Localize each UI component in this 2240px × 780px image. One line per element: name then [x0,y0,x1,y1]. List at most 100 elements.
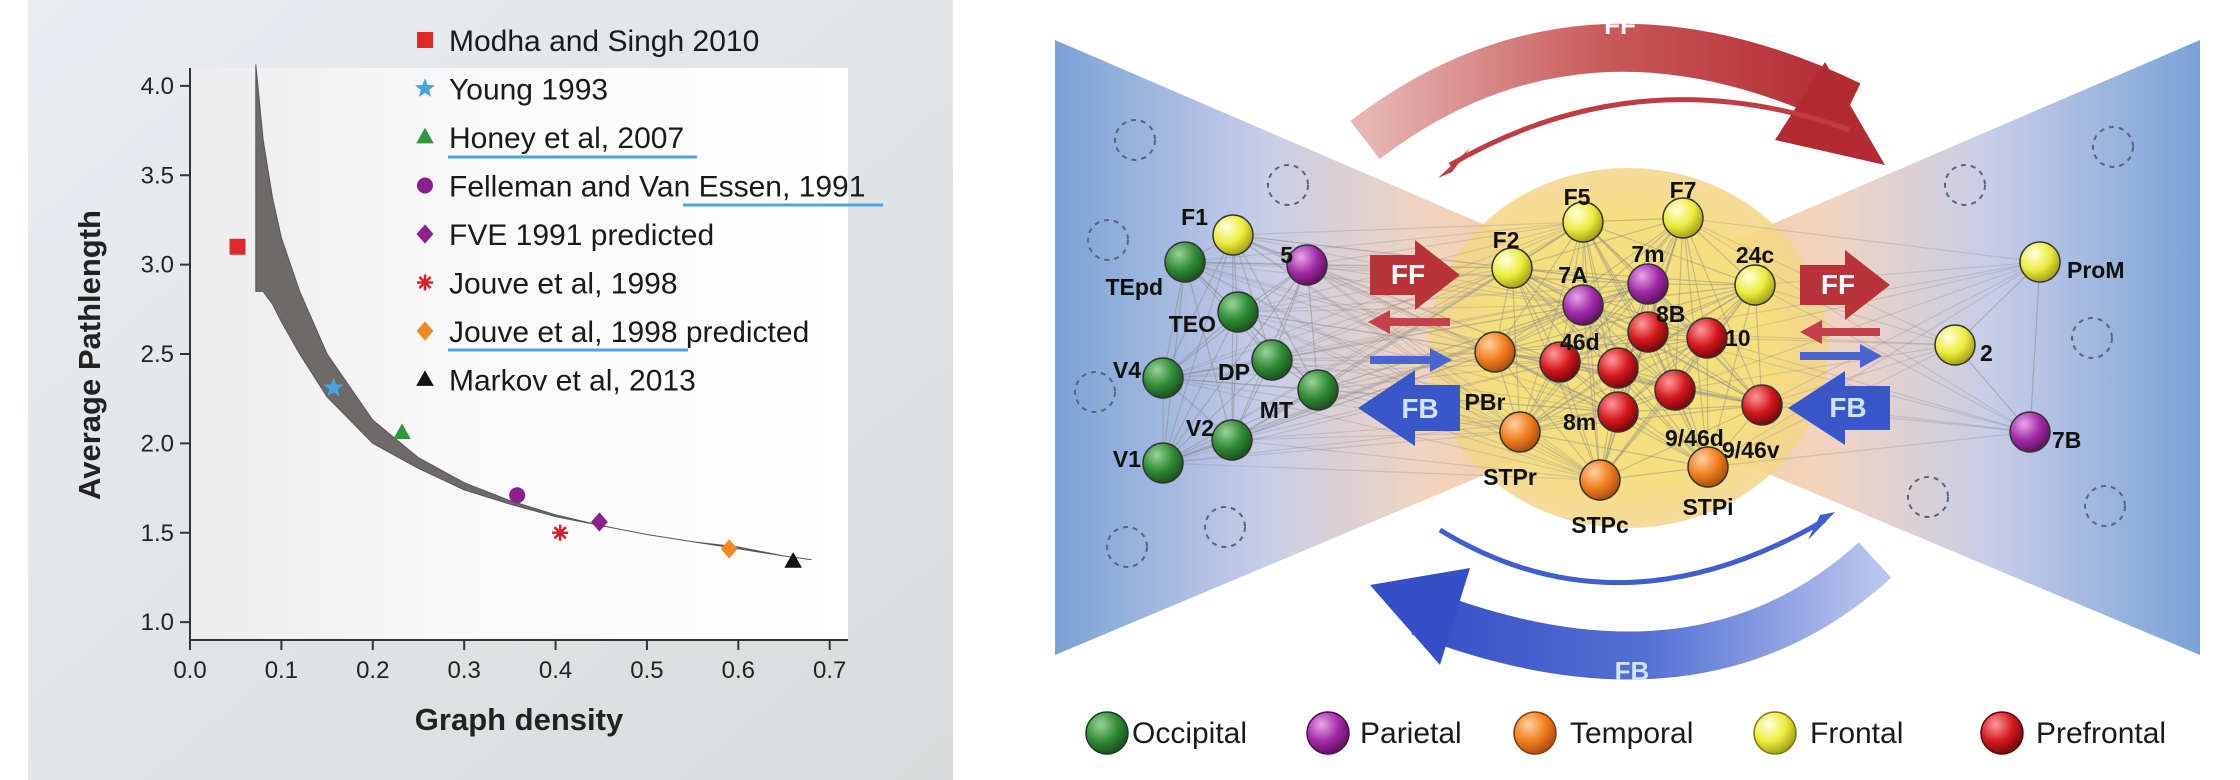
empty-node-circle [1907,476,1949,518]
data-point-asterisk [552,524,569,541]
node-F5: F5 [1562,184,1604,243]
node-F7: F7 [1662,177,1704,239]
node-circle-parietal [1562,284,1604,326]
legend-marker-square [417,32,433,48]
legend-marker-circle [417,177,433,194]
connection-edge [1162,234,1234,464]
connection-edge [1184,261,1233,441]
node-ProM: ProM [2019,241,2125,283]
connection-edge [1231,431,1521,441]
connection-edge [1707,431,2031,468]
connection-edge [1706,337,1709,468]
empty-node-circle [1087,219,1129,261]
connection-edge [1559,217,1684,363]
connection-edge [1511,267,1649,285]
legend-parietal-swatch [1306,711,1350,755]
node-unlabeled-prefrontal [1597,347,1639,389]
legend-marker-diamond [416,321,434,341]
node-MT: MT [1260,369,1339,423]
legend-entry-label: Felleman and Van Essen, 1991 [449,171,865,204]
left-flow-arrows: FF FB [1358,240,1460,446]
legend-temporal-label: Temporal [1570,717,1693,750]
node-circle-occipital [1211,419,1253,461]
node-circle-temporal [1474,331,1516,373]
node-7m: 7m [1627,241,1669,305]
legend-prefrontal-swatch [1980,711,2024,755]
right-ff-small-arrow [1800,320,1880,344]
connection-edge [1162,359,1273,464]
node-label: 9/46d [1665,425,1724,451]
legend-entry-label: Honey et al, 2007 [449,122,684,155]
node-F1: F1 [1181,204,1254,256]
connection-edge [1306,264,1319,391]
connection-edge [1511,267,1708,339]
connection-edge [2029,261,2041,433]
connection-edge [1494,331,1649,353]
connection-edge [1306,264,1561,363]
node-5: 5 [1280,242,1328,286]
connection-edge [1682,217,2031,433]
node-24c: 24c [1734,242,1776,306]
connection-edge [1317,361,1561,391]
left-fb-small-arrow [1370,348,1452,372]
node-label: 5 [1280,242,1293,268]
connection-edge [1707,284,1756,468]
node-STPc: STPc [1571,459,1629,538]
legend-entry-label: FVE 1991 predicted [449,219,714,252]
connection-edge [1162,377,1601,481]
data-point-diamond [591,512,608,532]
node-circle-frontal [1562,201,1604,243]
left-fb-arrow [1358,370,1460,446]
connection-edge [1559,337,1708,363]
legend-marker-asterisk [417,274,433,291]
connection-edge [1674,217,1684,391]
connection-edge [1519,331,1649,433]
legend-entry-label: Young 1993 [449,74,608,107]
connection-edge [1582,221,1601,481]
node-circle-prefrontal [1539,341,1581,383]
empty-node-circle [1106,526,1148,568]
node-label: 7A [1558,262,1587,288]
data-point-triangle [784,552,802,568]
connection-edge [1231,439,1601,481]
asterisk-stroke [418,275,432,290]
node-9/46v: 9/46v [1722,384,1783,463]
x-tick-label: 0.4 [539,657,572,684]
node-STPi: STPi [1682,446,1734,520]
connection-edge [1582,221,1676,391]
node-label: 24c [1736,242,1775,268]
connection-edge [1494,351,1601,481]
connection-edge [1306,264,1619,413]
bottom-fb-label: FB [1615,656,1650,686]
node-2: 2 [1934,324,1993,366]
connection-edge [1184,261,1496,353]
connection-edge [1271,304,1584,361]
node-circle-prefrontal [1654,369,1696,411]
node-circle-parietal [1627,263,1669,305]
node-V2: V2 [1186,415,1253,461]
y-tick-label: 3.5 [141,162,174,189]
x-axis-title: Graph density [415,702,624,737]
node-label: TEpd [1106,274,1164,300]
empty-node-circle [2071,317,2113,359]
connection-edge [1232,234,1319,391]
connection-edge [1674,344,1956,391]
node-TEpd: TEpd [1106,241,1206,300]
connection-edge [1237,311,1496,353]
node-circle-temporal [1579,459,1621,501]
node-label: TEO [1169,311,1216,337]
connection-edge [1306,221,1584,266]
bottom-inner-arc [1438,517,1827,586]
node-label: 7B [2052,427,2081,453]
bottom-fb-arrow: FB [1370,512,1892,686]
node-label: STPr [1483,464,1537,490]
legend-frontal-label: Frontal [1810,717,1903,750]
connection-edge [1494,337,1708,353]
y-tick-label: 3.0 [141,252,174,279]
connection-edge [1232,234,1521,433]
connection-edge [1231,267,1513,441]
node-9/46d: 9/46d [1654,369,1724,451]
